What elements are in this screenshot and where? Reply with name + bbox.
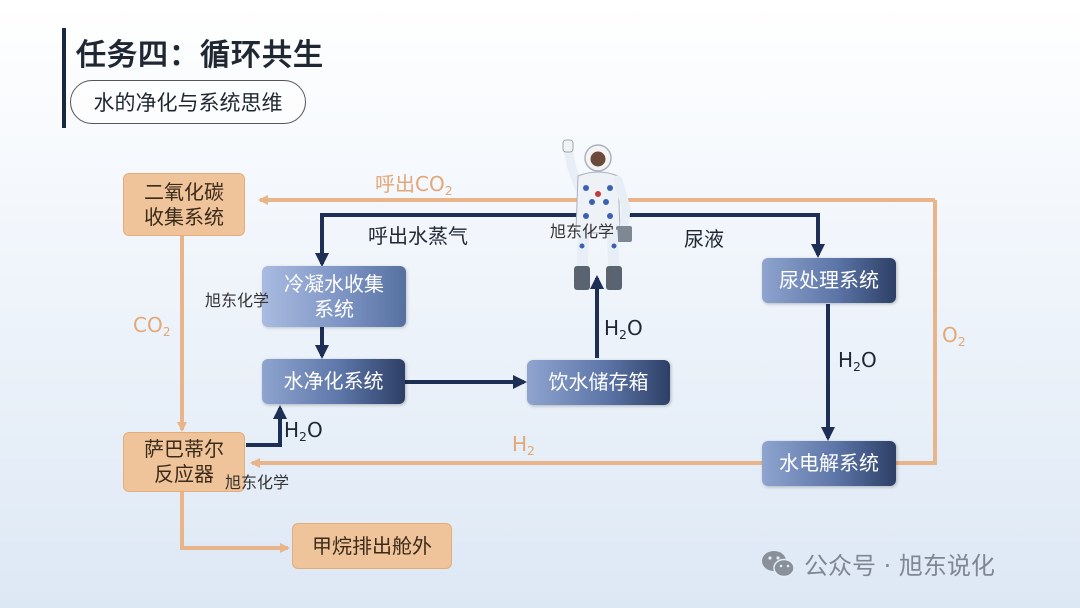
label-h2o-sabatier: H2O [284,418,323,445]
arrow-methane [180,492,290,553]
co2-collection-system: 二氧化碳 收集系统 [123,173,245,236]
subtitle-text: 水的净化与系统思维 [93,91,283,115]
drinking-water-tank: 饮水储存箱 [527,360,670,405]
urine-processing-system: 尿处理系统 [762,258,896,303]
page-title: 任务四：循环共生 [76,38,324,73]
footer-text: 公众号 · 旭东说化 [804,552,995,580]
methane-exhaust: 甲烷排出舱外 [292,523,452,569]
arrow-o2-return [895,200,937,465]
condensate-collection-system: 冷凝水收集 系统 [262,266,406,327]
wechat-icon [762,550,795,577]
subtitle-pill: 水的净化与系统思维 [70,80,306,124]
watermark-reactor: 旭东化学 [225,473,290,492]
arrow-sabatier-h2o [246,405,287,447]
label-co2: CO2 [133,313,171,340]
label-h2o-tank: H2O [604,316,643,343]
water-purification-system: 水净化系统 [262,359,405,404]
arrow-exhale-vapor [315,213,582,267]
watermark-left: 旭东化学 [205,291,270,310]
watermark-astronaut: 旭东化学 [550,222,615,241]
label-urine: 尿液 [684,227,724,251]
sabatier-reactor: 萨巴蒂尔 反应器 [123,432,245,492]
label-h2o-electrolysis: H2O [838,348,877,375]
arrow-urine [626,213,825,258]
label-h2: H2 [512,432,535,459]
water-electrolysis-system: 水电解系统 [762,441,896,486]
label-o2: O2 [942,323,966,350]
astronaut-figure [562,139,632,290]
label-exhale-co2: 呼出CO2 [375,172,453,199]
label-exhale-vapor: 呼出水蒸气 [368,224,468,248]
title-accent-bar [62,28,66,128]
footer-account: 公众号 · 旭东说化 [760,546,995,581]
